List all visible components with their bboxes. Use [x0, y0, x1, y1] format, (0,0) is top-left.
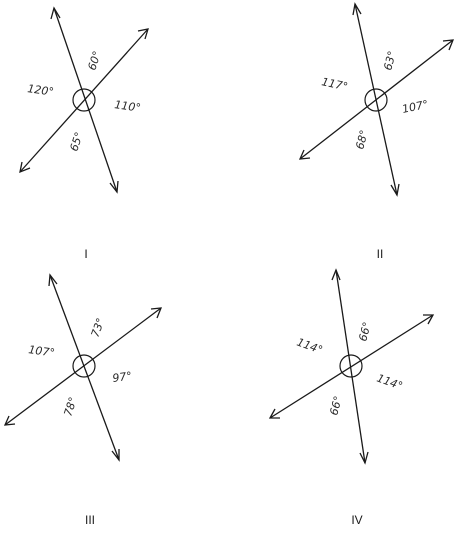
figure-2-angle-left: 117° — [320, 75, 349, 93]
figure-4-line-a-arrow-bottom — [359, 451, 369, 465]
figure-3-angle-bottom: 78° — [61, 395, 79, 418]
figure-1-line-a — [53, 7, 118, 193]
figure-2-line-b-arrow-top — [442, 39, 455, 51]
figure-3-line-a — [49, 274, 120, 461]
figure-1-line-b — [19, 28, 149, 173]
figure-4-line-b-arrow-top — [423, 314, 435, 325]
figure-4-angle-right: 114° — [375, 372, 404, 393]
figure-1-vertex-circle — [72, 88, 96, 112]
figure-1-label: I — [84, 247, 87, 261]
figure-2-line-b — [299, 39, 454, 160]
figure-3-angle-top: 73° — [89, 316, 108, 339]
figure-1-line-b-arrow-bottom — [19, 161, 31, 174]
figure-3: 73° 107° 97° 78° III — [3, 273, 163, 527]
figure-3-label: III — [85, 513, 95, 527]
figure-2-line-b-arrow-bottom — [298, 149, 311, 160]
figure-3-vertex-circle — [72, 354, 96, 378]
figure-4: 66° 114° 114° 66° IV — [268, 268, 435, 527]
figure-1-line-a-arrow-top — [50, 6, 61, 20]
figure-4-line-b-arrow-bottom — [268, 408, 280, 419]
figure-2-angle-top: 63° — [381, 50, 399, 72]
figure-2-angle-bottom: 68° — [353, 129, 371, 151]
figure-1: 60° 120° 110° 65° I — [19, 6, 149, 261]
figure-4-label: IV — [351, 513, 362, 527]
figure-4-vertex-circle — [339, 354, 363, 378]
figure-3-line-b-arrow-top — [150, 307, 163, 319]
figure-3-line-b-arrow-bottom — [3, 415, 16, 426]
figure-4-line-a-arrow-top — [331, 268, 341, 281]
figure-3-angle-right: 97° — [112, 369, 133, 385]
figure-1-line-b-arrow-top — [137, 28, 149, 40]
figure-1-angle-top: 60° — [85, 49, 103, 72]
figure-2-label: II — [377, 247, 384, 261]
figure-3-line-b — [4, 307, 162, 426]
figure-2-line-a-arrow-bottom — [390, 183, 400, 197]
figure-2-vertex-circle — [364, 88, 388, 112]
figure-4-angle-bottom: 66° — [327, 395, 345, 417]
figure-4-angle-left: 114° — [295, 336, 324, 357]
figure-1-angle-bottom: 65° — [67, 130, 85, 153]
figure-1-line-a-arrow-bottom — [109, 180, 119, 194]
figure-1-angle-right: 110° — [114, 98, 142, 115]
figure-3-line-a-arrow-bottom — [111, 449, 120, 462]
figure-2: 63° 117° 107° 68° II — [298, 2, 455, 261]
figure-4-angle-top: 66° — [356, 321, 374, 343]
figure-3-line-a-arrow-top — [48, 273, 58, 287]
figure-1-angle-left: 120° — [27, 82, 55, 99]
figure-4-line-b — [269, 314, 434, 419]
figure-2-line-a-arrow-top — [352, 2, 362, 16]
figure-2-angle-right: 107° — [401, 98, 430, 116]
figure-3-angle-left: 107° — [28, 343, 56, 360]
